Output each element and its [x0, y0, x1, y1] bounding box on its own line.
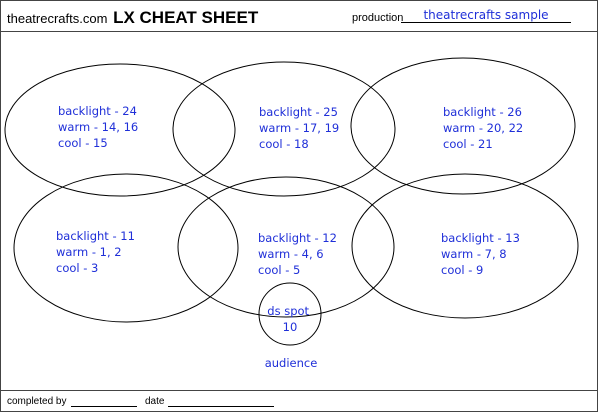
completed-by-field[interactable] — [71, 395, 137, 407]
area-text-ds-centre: backlight - 12 warm - 4, 6 cool - 5 — [258, 231, 341, 277]
ds-spot-circle — [258, 282, 322, 346]
area-ellipse-us-left — [4, 63, 236, 197]
production-field[interactable]: theatrecrafts sample — [401, 4, 571, 23]
area-ellipse-ds-left — [13, 173, 239, 323]
area-ellipse-us-centre — [172, 61, 396, 197]
audience-label: audience — [265, 356, 318, 370]
area-text-ds-left: backlight - 11 warm - 1, 2 cool - 3 — [56, 229, 139, 275]
sheet-title: LX CHEAT SHEET — [113, 8, 259, 27]
production-label: production — [352, 12, 404, 24]
date-field[interactable] — [168, 395, 274, 407]
completed-by-label: completed by — [7, 396, 67, 407]
sheet-footer: completed by date — [1, 390, 597, 411]
ds-spot-text: ds spot 10 — [267, 304, 312, 334]
area-ellipse-ds-centre — [177, 176, 395, 318]
area-text-us-right: backlight - 26 warm - 20, 22 cool - 21 — [443, 105, 527, 151]
date-label: date — [145, 396, 165, 407]
area-ellipse-ds-right — [351, 173, 579, 319]
brand-site: theatrecrafts.com — [7, 11, 108, 26]
area-text-us-centre: backlight - 25 warm - 17, 19 cool - 18 — [259, 105, 343, 151]
area-text-us-left: backlight - 24 warm - 14, 16 cool - 15 — [58, 104, 142, 150]
area-ellipse-us-right — [350, 57, 576, 195]
production-value: theatrecrafts sample — [423, 8, 549, 22]
area-text-ds-right: backlight - 13 warm - 7, 8 cool - 9 — [441, 231, 524, 277]
sheet-header: theatrecrafts.com LX CHEAT SHEET product… — [1, 1, 597, 32]
brand: theatrecrafts.com LX CHEAT SHEET — [7, 8, 258, 28]
